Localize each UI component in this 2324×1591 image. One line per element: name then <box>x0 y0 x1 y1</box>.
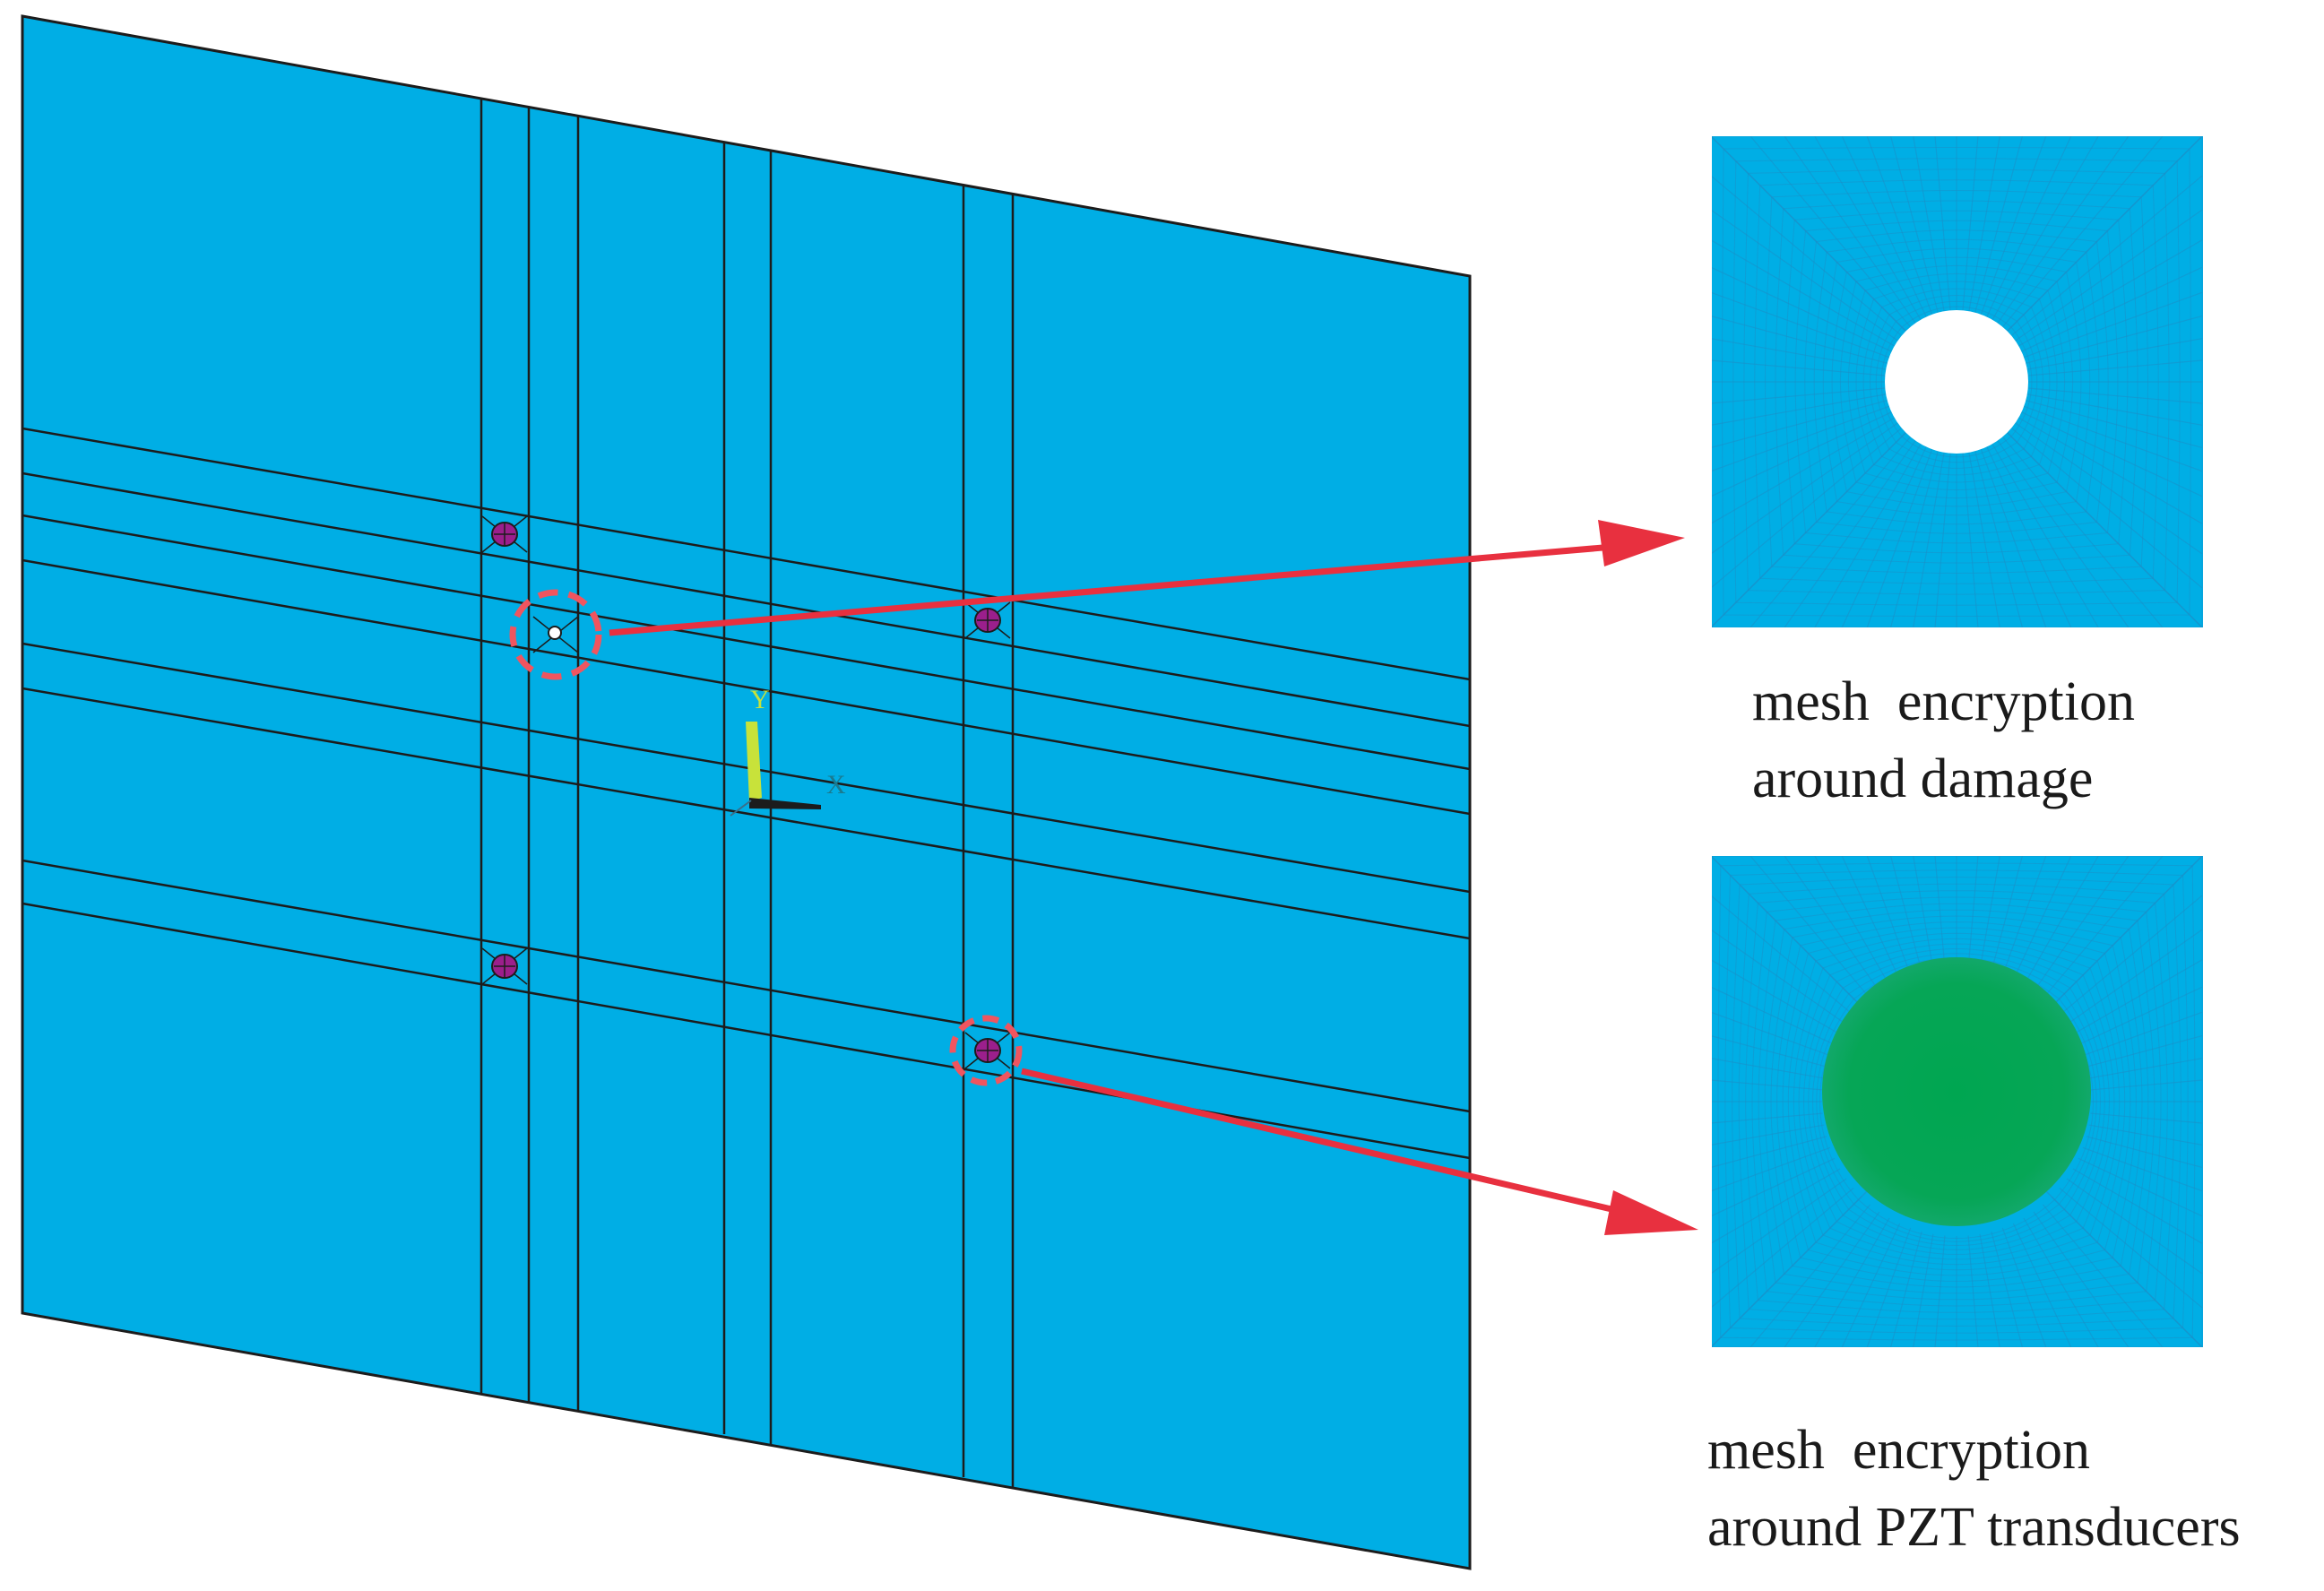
plate-model <box>22 16 1470 1569</box>
pzt-highlight-circle <box>949 1015 1023 1086</box>
damage-hole <box>1885 310 2028 454</box>
x-axis-label: X <box>826 770 846 800</box>
pzt-patch <box>1822 957 2091 1226</box>
callout-arrows <box>609 520 1698 1235</box>
arrow-to-pzt-inset <box>1021 1068 1628 1216</box>
partition-lines <box>22 99 1470 1488</box>
inset-mesh-damage <box>1712 136 2203 627</box>
partition-line-horizontal <box>22 471 1470 728</box>
damage-highlight-circle <box>509 589 602 680</box>
arrow-to-damage-inset <box>609 543 1614 636</box>
partition-line-horizontal <box>22 558 1470 816</box>
partition-line-horizontal <box>22 427 1470 681</box>
partition-line-horizontal <box>22 859 1470 1113</box>
pzt-transducer <box>964 601 1011 639</box>
caption-pzt-line-2: around PZT transducers <box>1707 1497 2241 1558</box>
pzt-transducer <box>481 947 528 985</box>
arrow-head-pzt <box>1604 1190 1698 1235</box>
caption-pzt-inset: mesh encryption around PZT transducers <box>1707 1412 2241 1566</box>
partition-line-horizontal <box>22 902 1470 1160</box>
pzt-transducer <box>481 515 528 553</box>
x-axis-arrow <box>749 798 821 809</box>
damage-marker <box>532 616 579 653</box>
caption-pzt-line-1: mesh encryption <box>1707 1420 2091 1481</box>
arrow-head-damage <box>1598 520 1685 566</box>
z-axis-line <box>730 800 752 817</box>
inset-mesh-pzt <box>1712 856 2203 1347</box>
y-axis-arrow <box>746 722 762 802</box>
pzt-transducer-markers <box>481 515 1011 1069</box>
caption-damage-inset: mesh encryption around damage <box>1752 663 2135 817</box>
partition-line-horizontal <box>22 642 1470 894</box>
caption-damage-line-1: mesh encryption <box>1752 671 2136 732</box>
damage-point <box>548 626 562 640</box>
caption-damage-line-2: around damage <box>1752 748 2094 809</box>
coordinate-axes: Y X <box>730 685 846 817</box>
partition-line-horizontal <box>22 687 1470 940</box>
pzt-transducer <box>964 1032 1011 1069</box>
plate-outline <box>21 14 1472 1570</box>
partition-line-horizontal <box>22 514 1470 771</box>
y-axis-label: Y <box>750 685 770 714</box>
